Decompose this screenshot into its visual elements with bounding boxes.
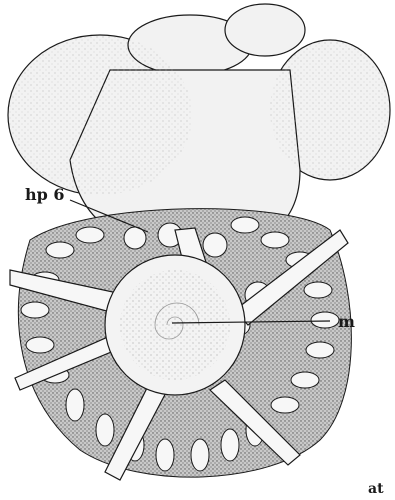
- label-m: m: [338, 312, 355, 331]
- central-disc: [105, 255, 245, 395]
- label-hp6: hp 6: [25, 185, 65, 204]
- label-at: at: [368, 481, 384, 497]
